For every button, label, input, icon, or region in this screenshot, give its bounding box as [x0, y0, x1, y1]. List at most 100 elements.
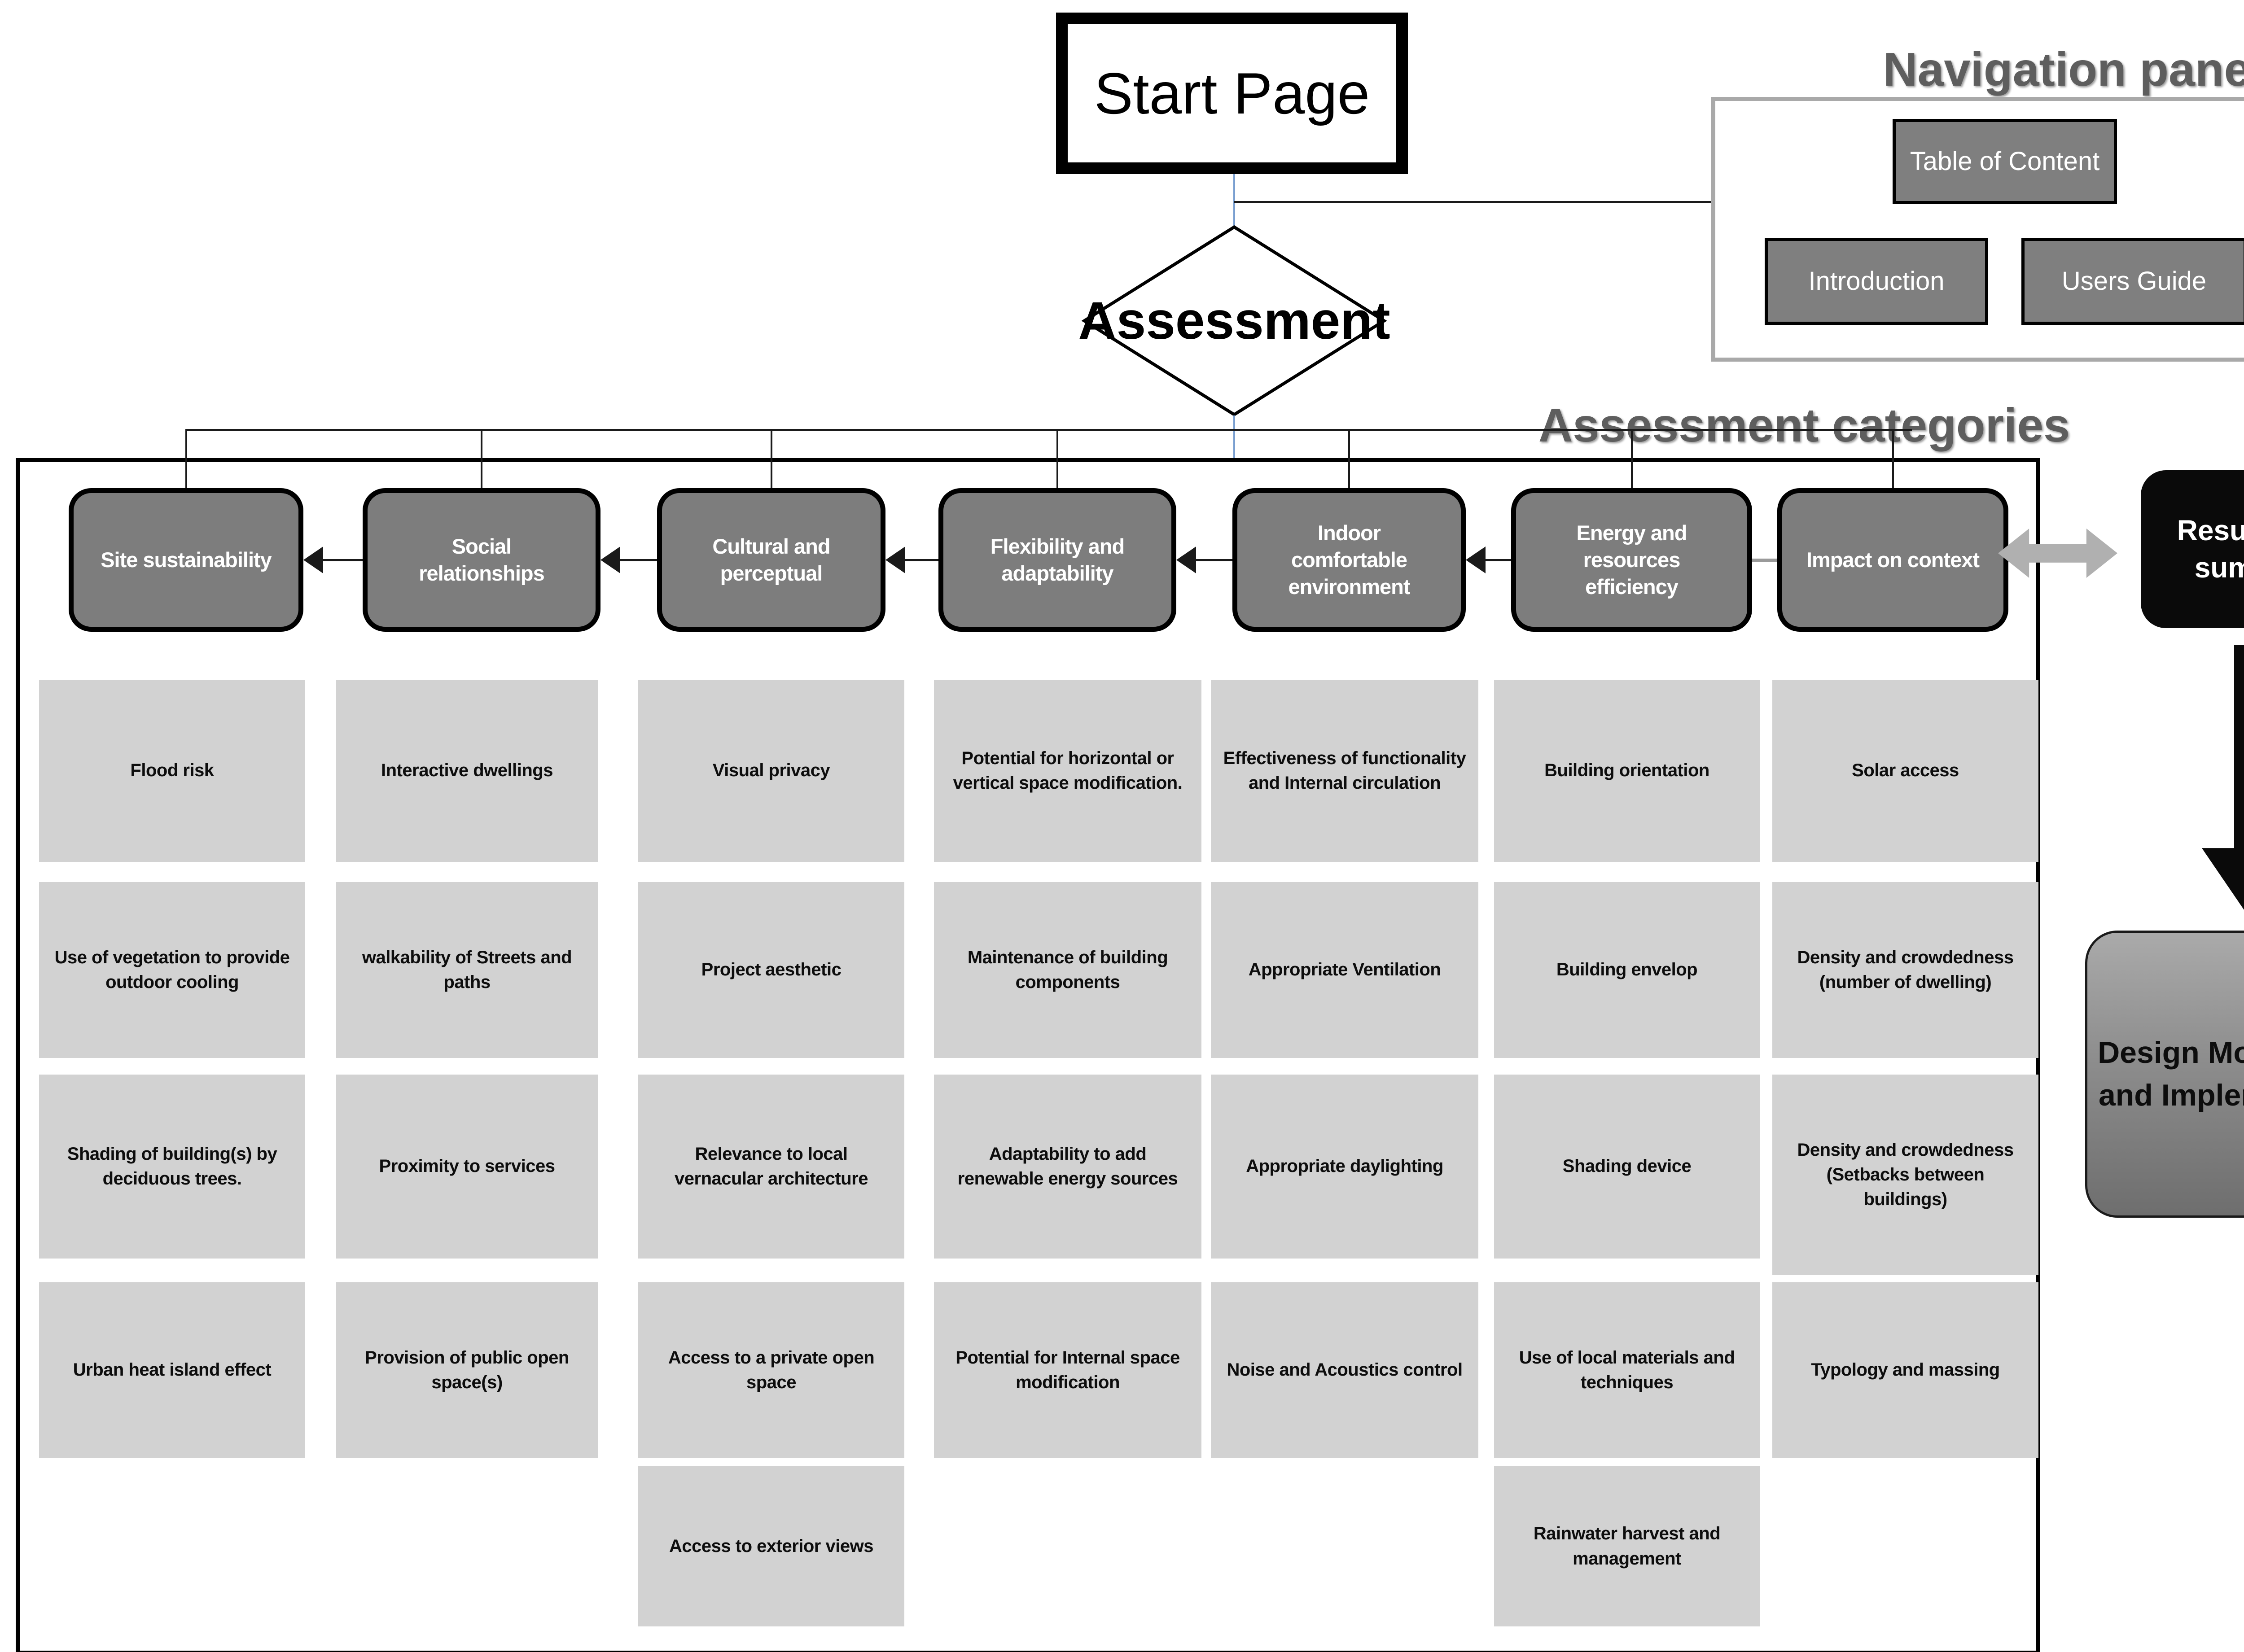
criterion-label: Solar access [1852, 760, 1959, 781]
criterion-box[interactable]: Building orientation [1494, 680, 1760, 862]
criterion-label: Use of local materials and techniques [1519, 1347, 1735, 1392]
criterion-box[interactable]: Rainwater harvest and management [1494, 1466, 1760, 1626]
criterion-box[interactable]: Project aesthetic [638, 882, 904, 1058]
criterion-label: Density and crowdedness (Setbacks betwee… [1797, 1140, 2014, 1210]
criterion-label: Appropriate daylighting [1246, 1156, 1443, 1176]
nav-item-label: Introduction [1808, 266, 1945, 296]
criterion-label: Typology and massing [1811, 1360, 2000, 1380]
criterion-box[interactable]: Density and crowdedness (number of dwell… [1772, 882, 2038, 1058]
criterion-box[interactable]: Building envelop [1494, 882, 1760, 1058]
criterion-label: Noise and Acoustics control [1227, 1360, 1463, 1380]
criterion-box[interactable]: Noise and Acoustics control [1211, 1282, 1478, 1458]
criterion-label: Building envelop [1556, 960, 1698, 980]
start-page-node[interactable]: Start Page [1056, 13, 1408, 174]
criterion-label: Flood risk [130, 760, 214, 781]
connector-line [903, 559, 938, 561]
criterion-label: Visual privacy [712, 760, 830, 781]
connector-line [1194, 559, 1232, 561]
category-label: Energy and resources efficiency [1576, 520, 1687, 599]
criterion-box[interactable]: Shading device [1494, 1075, 1760, 1259]
connector-line [321, 559, 363, 561]
category-header-energy-and-resources-efficiency[interactable]: Energy and resources efficiency [1511, 488, 1752, 632]
distributor-line [186, 429, 1912, 431]
connector-drop-line [185, 429, 187, 492]
nav-item-label: Table of Content [1910, 146, 2100, 176]
criterion-label: Access to exterior views [669, 1536, 873, 1556]
nav-item-users-guide[interactable]: Users Guide [2021, 238, 2244, 325]
left-arrow-icon [885, 546, 905, 573]
criterion-box[interactable]: Potential for horizontal or vertical spa… [934, 680, 1201, 862]
nav-item-introduction[interactable]: Introduction [1765, 238, 1988, 325]
start-page-label: Start Page [1094, 61, 1370, 126]
criterion-box[interactable]: Solar access [1772, 680, 2038, 862]
category-header-site-sustainability[interactable]: Site sustainability [69, 488, 303, 632]
criterion-box[interactable]: Effectiveness of functionality and Inter… [1211, 680, 1478, 862]
category-label: Indoor comfortable environment [1288, 520, 1410, 599]
criterion-box[interactable]: Access to exterior views [638, 1466, 904, 1626]
left-arrow-icon [1466, 546, 1486, 573]
criterion-box[interactable]: Shading of building(s) by deciduous tree… [39, 1075, 305, 1259]
criterion-box[interactable]: Potential for Internal space modificatio… [934, 1282, 1201, 1458]
category-label: Cultural and perceptual [712, 534, 830, 585]
criterion-box[interactable]: Adaptability to add renewable energy sou… [934, 1075, 1201, 1259]
criterion-box[interactable]: Typology and massing [1772, 1282, 2038, 1458]
criterion-box[interactable]: Relevance to local vernacular architectu… [638, 1075, 904, 1259]
criterion-label: Shading device [1562, 1156, 1692, 1176]
criterion-box[interactable]: walkability of Streets and paths [336, 882, 598, 1058]
criterion-label: Proximity to services [379, 1156, 555, 1176]
criterion-label: walkability of Streets and paths [362, 947, 572, 992]
criterion-label: Appropriate Ventilation [1248, 960, 1441, 980]
criterion-label: Urban heat island effect [73, 1360, 272, 1380]
left-arrow-icon [303, 546, 323, 573]
criterion-box[interactable]: Provision of public open space(s) [336, 1282, 598, 1458]
category-label: Flexibility and adaptability [990, 534, 1125, 585]
connector-drop-line [1630, 429, 1633, 492]
connector-line [1484, 559, 1511, 561]
category-label: Site sustainability [101, 547, 272, 572]
criterion-box[interactable]: Maintenance of building components [934, 882, 1201, 1058]
criterion-box[interactable]: Interactive dwellings [336, 680, 598, 862]
criterion-label: Potential for horizontal or vertical spa… [953, 748, 1183, 793]
category-header-impact-on-context[interactable]: Impact on context [1777, 488, 2008, 632]
connector-drop-line [770, 429, 772, 492]
assessment-categories-title: Assessment categories [1538, 399, 2070, 452]
criterion-label: Potential for Internal space modificatio… [955, 1347, 1180, 1392]
nav-item-table-of-content[interactable]: Table of Content [1893, 119, 2117, 204]
criterion-label: Provision of public open space(s) [365, 1347, 569, 1392]
criterion-box[interactable]: Use of local materials and techniques [1494, 1282, 1760, 1458]
criterion-label: Density and crowdedness (number of dwell… [1797, 947, 2014, 992]
connector-line [618, 559, 657, 561]
category-header-cultural-and-perceptual[interactable]: Cultural and perceptual [657, 488, 885, 632]
criterion-box[interactable]: Visual privacy [638, 680, 904, 862]
criterion-label: Building orientation [1544, 760, 1709, 781]
connector-start-to-navigation [1234, 201, 1711, 203]
category-header-flexibility-and-adaptability[interactable]: Flexibility and adaptability [938, 488, 1176, 632]
assessment-node[interactable]: Assessment [1078, 224, 1390, 417]
criterion-label: Maintenance of building components [967, 947, 1168, 992]
criterion-box[interactable]: Access to a private open space [638, 1282, 904, 1458]
connector-assessment-to-categories [1233, 415, 1235, 459]
criterion-box[interactable]: Appropriate Ventilation [1211, 882, 1478, 1058]
design-modifications-label: Design Modifications and Implementations [2098, 1035, 2244, 1112]
connector-line [1752, 559, 1777, 562]
criterion-label: Access to a private open space [668, 1347, 875, 1392]
left-arrow-icon [600, 546, 620, 573]
criterion-label: Rainwater harvest and management [1533, 1524, 1721, 1569]
criterion-box[interactable]: Flood risk [39, 680, 305, 862]
category-header-indoor-comfortable-environment[interactable]: Indoor comfortable environment [1232, 488, 1466, 632]
connector-drop-line [481, 429, 482, 492]
category-label: Impact on context [1806, 547, 1980, 572]
criterion-box[interactable]: Use of vegetation to provide outdoor coo… [39, 882, 305, 1058]
criterion-box[interactable]: Proximity to services [336, 1075, 598, 1259]
category-header-social-relationships[interactable]: Social relationships [363, 488, 600, 632]
category-label: Social relationships [419, 534, 545, 585]
criterion-box[interactable]: Urban heat island effect [39, 1282, 305, 1458]
down-arrow-icon [2202, 645, 2244, 927]
design-modifications-node[interactable]: Design Modifications and Implementations [2085, 931, 2244, 1218]
results-summary-node[interactable]: Results and summary [2141, 470, 2244, 628]
connector-drop-line [1056, 429, 1058, 492]
criterion-box[interactable]: Appropriate daylighting [1211, 1075, 1478, 1259]
criterion-box[interactable]: Density and crowdedness (Setbacks betwee… [1772, 1075, 2038, 1275]
criterion-label: Shading of building(s) by deciduous tree… [67, 1144, 277, 1189]
